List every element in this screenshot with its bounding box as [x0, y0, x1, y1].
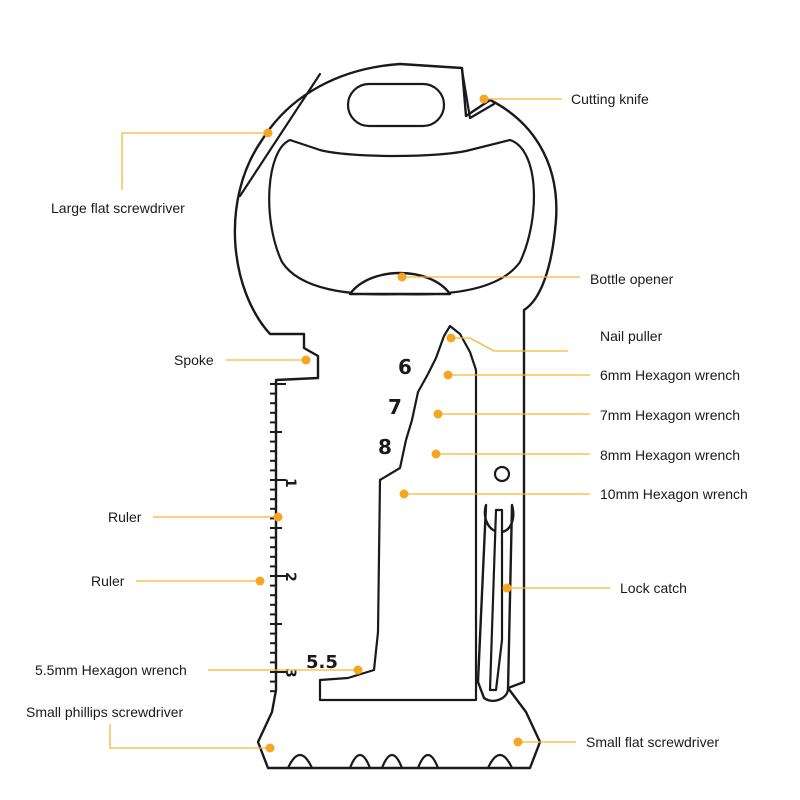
ruler-scale — [270, 383, 286, 693]
callout-dots — [255, 94, 523, 753]
dot-nail-puller — [446, 333, 456, 343]
dot-bottle-opener — [397, 272, 407, 282]
label-cutting-knife: Cutting knife — [571, 91, 649, 107]
label-small-phillips-screwdriver: Small phillips screwdriver — [26, 704, 183, 720]
label-hex-5-5mm: 5.5mm Hexagon wrench — [35, 662, 187, 678]
lock-catch-rivet — [493, 465, 511, 483]
bottle-opener-hole — [268, 138, 536, 296]
dot-ruler-1 — [273, 512, 283, 522]
engraving-7: 7 — [388, 395, 402, 419]
leader-small-phillips — [109, 724, 270, 749]
lock-catch-slot — [488, 508, 504, 692]
bottle-opener-lip — [348, 271, 452, 296]
ruler-mark-1: 1 — [282, 478, 298, 488]
dot-hex-6mm — [443, 370, 453, 380]
cutting-knife-notch — [460, 68, 496, 120]
hex-wrench-cutout — [318, 324, 478, 702]
label-hex-7mm: 7mm Hexagon wrench — [600, 407, 740, 423]
bottom-serrations — [286, 753, 514, 770]
label-hex-6mm: 6mm Hexagon wrench — [600, 367, 740, 383]
label-lock-catch: Lock catch — [620, 580, 687, 596]
dot-small-phillips — [265, 743, 275, 753]
dot-ruler-2 — [255, 576, 265, 586]
dot-lock-catch — [502, 583, 512, 593]
engraving-8: 8 — [378, 435, 392, 459]
engraving-6: 6 — [398, 355, 412, 379]
label-hex-10mm: 10mm Hexagon wrench — [600, 486, 748, 502]
label-nail-puller: Nail puller — [600, 328, 663, 344]
leader-large-flat-screwdriver — [121, 132, 268, 190]
label-large-flat-screwdriver: Large flat screwdriver — [51, 200, 185, 216]
leader-nail-puller — [451, 337, 568, 352]
leader-lines — [109, 98, 610, 749]
dot-hex-8mm — [431, 449, 441, 459]
label-spoke: Spoke — [174, 352, 214, 368]
label-ruler-1: Ruler — [108, 509, 142, 525]
label-hex-8mm: 8mm Hexagon wrench — [600, 447, 740, 463]
ruler-mark-2: 2 — [282, 572, 298, 582]
dot-cutting-knife — [479, 94, 489, 104]
dot-hex-10mm — [399, 489, 409, 499]
dot-hex-5-5mm — [353, 665, 363, 675]
ruler-mark-3: 3 — [282, 668, 298, 678]
dot-large-flat-screwdriver — [263, 128, 273, 138]
label-small-flat-screwdriver: Small flat screwdriver — [586, 734, 719, 750]
dot-hex-7mm — [433, 409, 443, 419]
label-bottle-opener: Bottle opener — [590, 271, 674, 287]
label-ruler-2: Ruler — [91, 573, 125, 589]
dot-small-flat — [513, 737, 523, 747]
engraving-5-5: 5.5 — [306, 652, 338, 673]
top-slot — [346, 82, 446, 128]
dot-spoke — [301, 355, 311, 365]
large-screwdriver-edge — [238, 72, 322, 198]
